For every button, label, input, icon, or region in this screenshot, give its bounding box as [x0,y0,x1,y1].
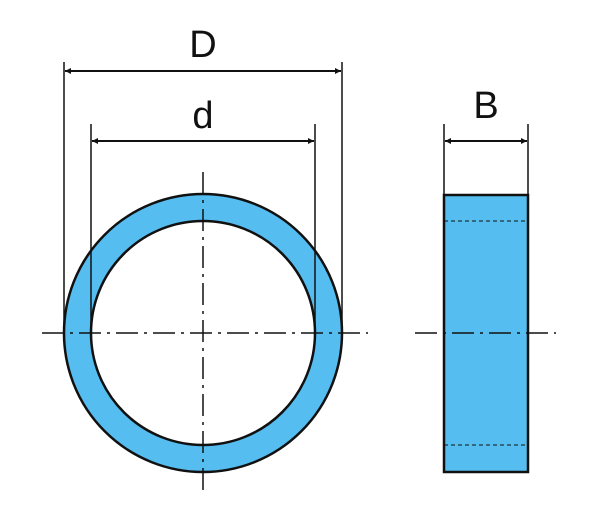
front-view: D d [42,24,368,496]
width-label: B [473,85,498,127]
inner-diameter-label: d [192,95,213,137]
side-view: B [415,85,556,474]
outer-diameter-label: D [189,24,216,66]
